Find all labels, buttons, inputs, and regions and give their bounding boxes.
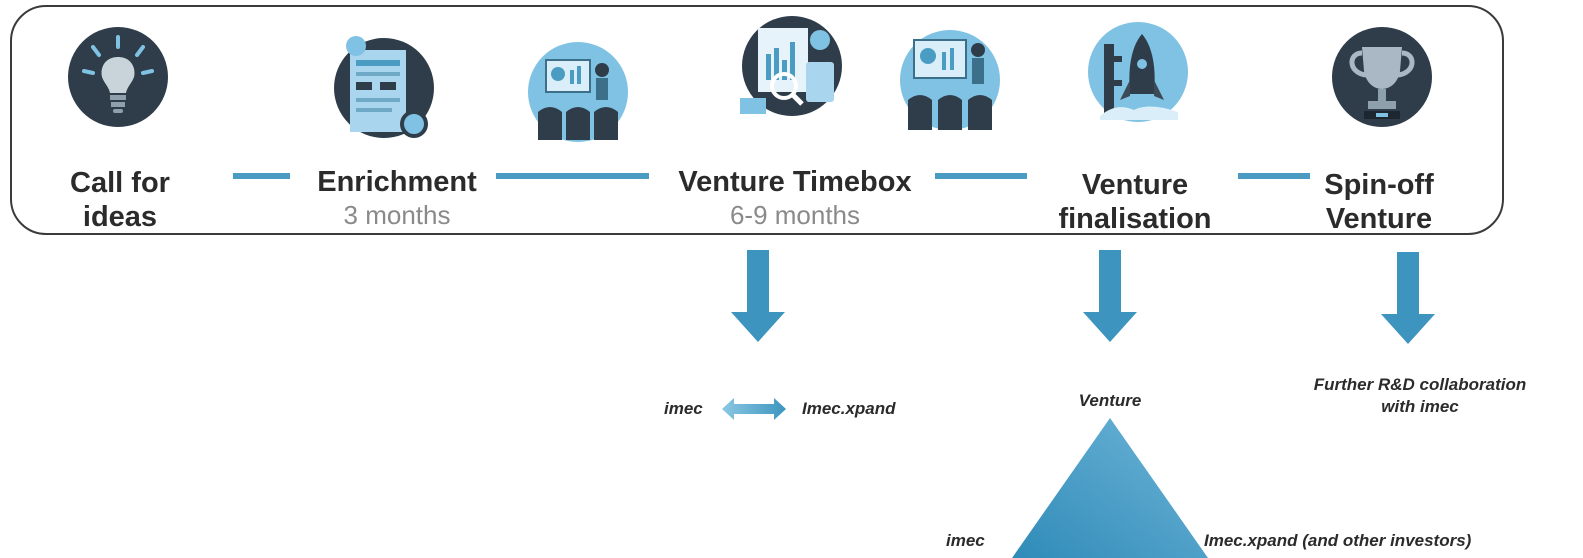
analysis-icon (740, 14, 844, 118)
outcome-finalisation-investors: Imec.xpand (and other investors) (1204, 531, 1472, 550)
presentation-audience-icon-2 (898, 28, 1002, 132)
connector-3 (935, 173, 1027, 179)
rocket-icon (1086, 20, 1190, 124)
outcome-finalisation-imec: imec (946, 531, 985, 550)
stage-duration-venture-timebox: 6-9 months (729, 200, 861, 230)
outcome-finalisation-venture: Venture (1078, 391, 1142, 410)
process-frame (10, 5, 1504, 235)
ownership-triangle (1012, 418, 1208, 558)
double-arrow-icon (722, 398, 786, 420)
down-arrow-spinoff (1378, 252, 1438, 347)
down-arrow-timebox (728, 250, 788, 345)
lightbulb-icon (66, 25, 170, 129)
document-review-icon (330, 36, 434, 140)
stage-title-spin-off-venture: Spin-off Venture (1324, 169, 1434, 235)
connector-1 (233, 173, 290, 179)
outcome-spinoff-collaboration: Further R&D collaboration with imec (1313, 375, 1527, 416)
connector-4 (1238, 173, 1310, 179)
stage-title-venture-finalisation: Venture finalisation (1058, 169, 1212, 235)
outcome-timebox-imec: imec (664, 399, 703, 418)
stage-duration-enrichment: 3 months (343, 200, 451, 230)
presentation-audience-icon (526, 40, 630, 144)
connector-2 (496, 173, 649, 179)
stage-title-call-for-ideas: Call for ideas (70, 167, 170, 233)
outcome-timebox-imec-xpand: Imec.xpand (802, 399, 896, 418)
stage-title-enrichment: Enrichment (317, 166, 477, 198)
trophy-icon (1330, 25, 1434, 129)
stage-title-venture-timebox: Venture Timebox (678, 166, 912, 198)
down-arrow-finalisation (1080, 250, 1140, 345)
